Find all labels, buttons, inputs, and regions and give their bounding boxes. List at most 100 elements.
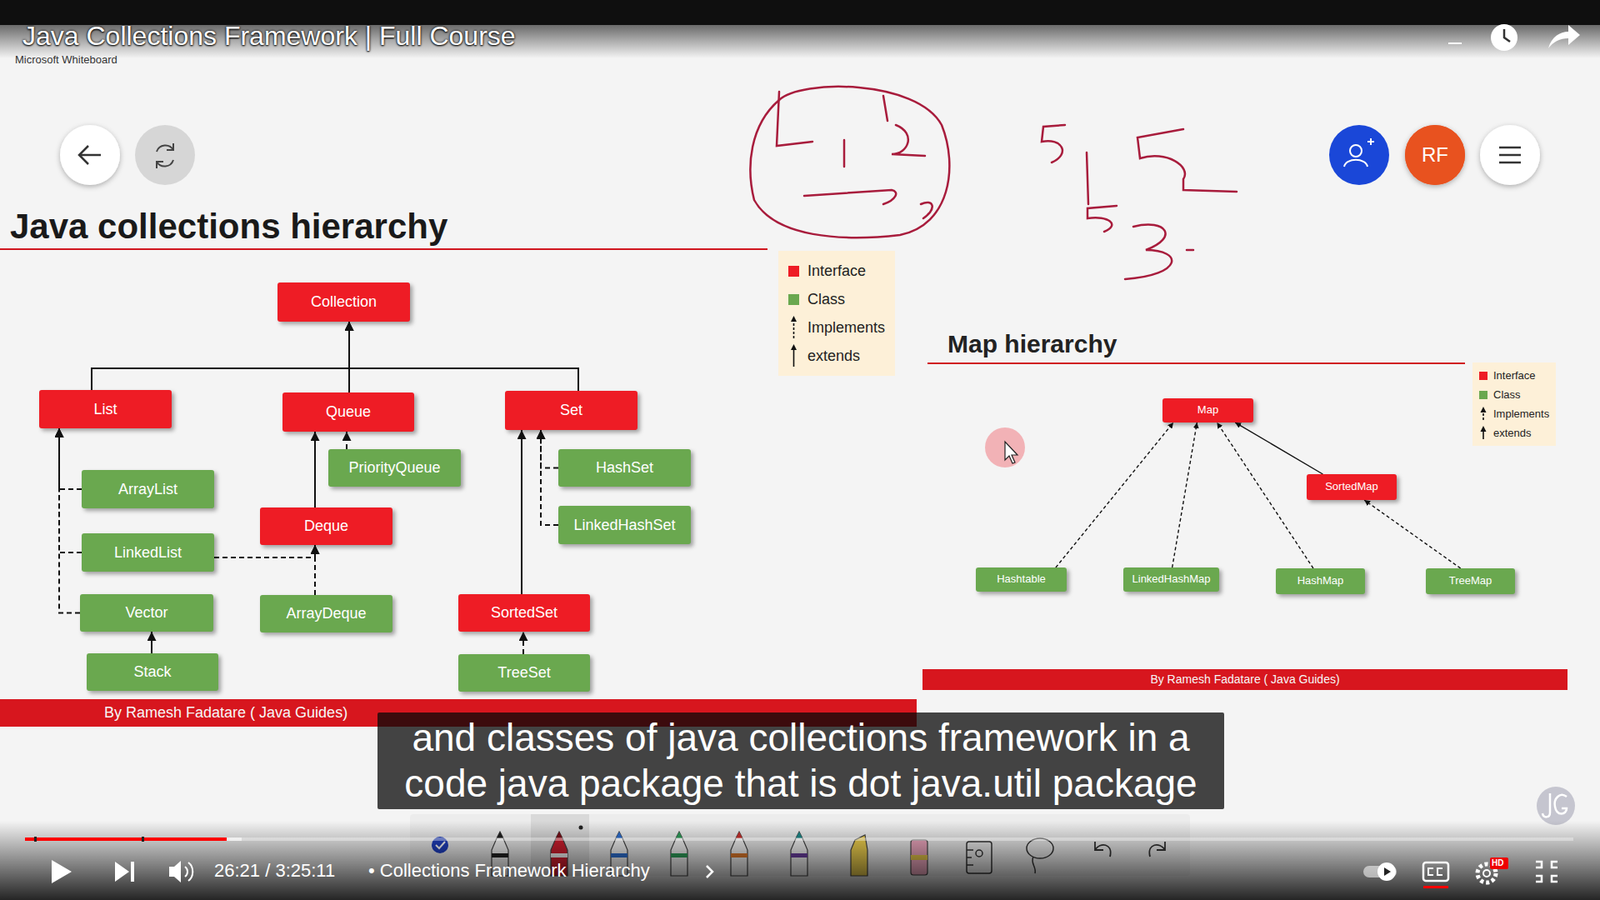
back-button bbox=[60, 125, 120, 185]
legend-line-sample bbox=[788, 344, 800, 368]
class-box: Stack bbox=[86, 653, 219, 691]
progress-played bbox=[25, 837, 227, 841]
node-label: LinkedHashMap bbox=[1132, 573, 1211, 586]
implements-arrow bbox=[214, 545, 315, 558]
section-heading: Map hierarchy bbox=[947, 329, 1117, 360]
node-label: List bbox=[93, 400, 117, 419]
exit-fullscreen-icon bbox=[1535, 861, 1558, 882]
node-label: PriorityQueue bbox=[348, 459, 440, 477]
hd-badge bbox=[1490, 857, 1509, 870]
back-arrow bbox=[79, 145, 101, 165]
quality-badge: HD bbox=[1491, 858, 1504, 869]
class-box: LinkedList bbox=[81, 533, 215, 572]
legend-line bbox=[793, 348, 795, 367]
node-label: Collection bbox=[310, 293, 377, 311]
share-icon bbox=[1548, 25, 1580, 49]
legend-entry: Implements bbox=[1479, 404, 1550, 424]
avatar-circle: RF bbox=[1405, 125, 1465, 185]
ink-digits bbox=[1041, 125, 1237, 280]
legend-entry: Class bbox=[1479, 385, 1550, 405]
legend-arrowhead bbox=[790, 344, 797, 350]
legend-arrowhead bbox=[1480, 406, 1487, 413]
implements-arrow bbox=[345, 431, 348, 450]
class-box: LinkedHashMap bbox=[1123, 567, 1220, 592]
interface-box: Map bbox=[1162, 398, 1254, 423]
interface-box: SortedSet bbox=[458, 594, 590, 632]
node-label: Set bbox=[560, 401, 583, 420]
node-label: By Ramesh Fadatare ( Java Guides) bbox=[1150, 672, 1340, 686]
node-label: ArrayDeque bbox=[285, 605, 366, 623]
node-label: Map bbox=[1197, 404, 1219, 417]
legend-swatch bbox=[1479, 390, 1488, 400]
node-label: LinkedList bbox=[114, 544, 182, 562]
legend-entry: extends bbox=[788, 341, 885, 370]
time-display: 26:21 / 3:25:11 bbox=[214, 860, 335, 882]
extends-arrow bbox=[349, 321, 579, 391]
captions-glyph bbox=[1428, 868, 1443, 875]
implements-arrow bbox=[314, 545, 316, 595]
interface-box: Collection bbox=[277, 282, 410, 322]
class-box: HashSet bbox=[558, 449, 691, 487]
subtitle-box: and classes of java collections framewor… bbox=[377, 712, 1225, 810]
interface-box: List bbox=[39, 390, 172, 429]
implements-arrow bbox=[540, 430, 559, 469]
volume-waves bbox=[185, 862, 193, 881]
title-underline bbox=[927, 362, 1465, 365]
class-box: ArrayList bbox=[81, 470, 215, 509]
play-icon bbox=[51, 860, 72, 884]
node-label: TreeSet bbox=[497, 664, 550, 682]
class-box: HashMap bbox=[1275, 568, 1365, 595]
extends-arrow bbox=[91, 321, 350, 390]
node-label: ArrayList bbox=[118, 480, 178, 499]
credit-band: By Ramesh Fadatare ( Java Guides) bbox=[922, 669, 1568, 690]
cursor-halo bbox=[985, 427, 1025, 468]
clock-hands bbox=[1504, 29, 1510, 42]
legend-line-sample bbox=[1479, 406, 1488, 421]
class-box: TreeMap bbox=[1425, 568, 1515, 595]
title-underline bbox=[0, 248, 768, 250]
subtitle-text: and classes of java collections framewor… bbox=[384, 715, 1218, 807]
legend-text: Interface bbox=[807, 262, 866, 280]
interface-box: Set bbox=[505, 390, 638, 430]
logo-mark bbox=[1542, 793, 1567, 817]
legend-entry: Interface bbox=[1479, 365, 1550, 385]
node-label: LinkedHashSet bbox=[573, 516, 675, 535]
legend-entry: extends bbox=[1479, 423, 1550, 443]
class-box: ArrayDeque bbox=[260, 595, 393, 633]
legend-text: Implements bbox=[1493, 407, 1550, 420]
mouse-cursor bbox=[1005, 441, 1018, 464]
volume-icon bbox=[169, 860, 181, 883]
legend-entry: Interface bbox=[788, 256, 885, 285]
app-name: Microsoft Whiteboard bbox=[15, 53, 118, 67]
autoplay-knob bbox=[1377, 862, 1396, 881]
class-box: Vector bbox=[80, 594, 214, 632]
legend-box: InterfaceClassImplements extends bbox=[1472, 362, 1556, 446]
legend-swatch bbox=[1479, 371, 1488, 380]
avatar-shadow bbox=[1405, 125, 1465, 185]
legend-arrowhead bbox=[790, 315, 797, 322]
node-label: By Ramesh Fadatare ( Java Guides) bbox=[104, 704, 348, 722]
next-icon bbox=[115, 861, 135, 882]
node-label: SortedMap bbox=[1325, 480, 1379, 494]
implements-arrow bbox=[540, 430, 559, 525]
invite-button bbox=[1329, 125, 1390, 185]
chapter-chevron bbox=[706, 865, 713, 878]
menu-icon bbox=[1499, 147, 1521, 163]
legend-line-sample bbox=[1479, 425, 1488, 440]
sync-button bbox=[135, 125, 195, 185]
legend-text: Interface bbox=[1493, 369, 1536, 382]
implements-arrow bbox=[59, 428, 82, 490]
settings-hub bbox=[1483, 870, 1490, 877]
implements-arrow bbox=[1216, 422, 1314, 569]
ink-strokes bbox=[776, 91, 933, 219]
legend-text: Class bbox=[1493, 388, 1521, 401]
legend-text: extends bbox=[807, 347, 860, 365]
implements-arrow bbox=[59, 428, 80, 614]
node-label: RF bbox=[1421, 143, 1449, 167]
extends-arrow bbox=[314, 431, 316, 508]
legend-box: InterfaceClassImplementsextends bbox=[778, 250, 895, 376]
interface-box: SortedMap bbox=[1306, 474, 1397, 500]
legend-text: extends bbox=[1493, 426, 1532, 440]
